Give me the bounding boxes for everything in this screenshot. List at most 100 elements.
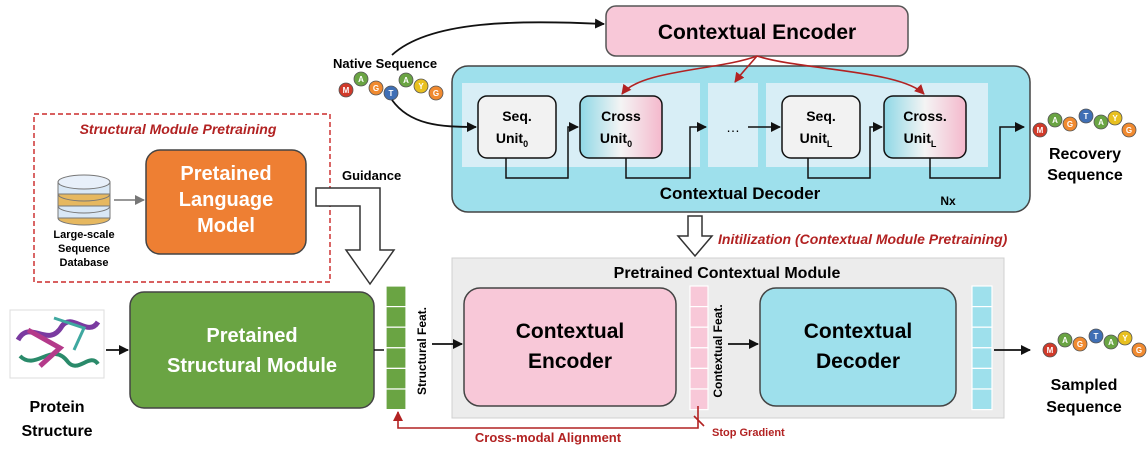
top-encoder-label: Contextual Encoder [658, 21, 856, 44]
initialization-arrow [676, 215, 714, 258]
contextual-feat-cell [689, 347, 709, 369]
sampled-token-letter: G [1077, 340, 1083, 349]
sampled-token-circle [1103, 334, 1119, 350]
seq-unit-0-box [477, 95, 557, 159]
structural-feat-label: Structural Feat. [415, 307, 429, 395]
decoder-block-ellipsis [708, 83, 758, 167]
sampled-token-circle [1117, 330, 1133, 346]
chain-arrow-1 [505, 122, 579, 179]
recovery-token-letter: M [1037, 126, 1044, 135]
contextual-feat-cell [689, 306, 709, 328]
protein-structure-image [9, 309, 105, 379]
unit-3-line2: UnitL [800, 130, 833, 149]
recovery-token-circle [1121, 122, 1137, 138]
sampled-line2: Sequence [1046, 399, 1122, 416]
decoder-output-cell [971, 326, 993, 349]
contextual-feat-cell [689, 326, 709, 349]
plm-line3: Model [197, 215, 255, 237]
protein-line1: Protein [29, 399, 84, 416]
contextual-feat-stack [689, 285, 709, 411]
native-token-letter: G [433, 89, 439, 98]
decoder-output-cell [971, 306, 993, 328]
decoder-output-cell [971, 388, 993, 411]
plm-line1: Pretained [180, 163, 271, 185]
recovery-token-letter: G [1067, 120, 1073, 129]
unit-1-line1: Cross [601, 108, 641, 124]
contextual-feat-label: Contextual Feat. [711, 304, 725, 397]
native-token-circle [383, 85, 399, 101]
native-token-circle [353, 71, 369, 87]
recovery-line1: Recovery [1049, 146, 1121, 163]
recovery-token-circle [1047, 112, 1063, 128]
recovery-line2: Sequence [1047, 167, 1123, 184]
sampled-token-circle [1131, 342, 1147, 358]
stop-gradient-label: Stop Gradient [712, 427, 785, 439]
structural-feat-cell [385, 285, 407, 308]
native-token-letter: G [373, 84, 379, 93]
native-to-unit-arrow [391, 99, 477, 132]
recovery-token-letter: G [1126, 126, 1132, 135]
bottom-decoder-line2: Decoder [816, 350, 900, 373]
sampled-token-letter: A [1108, 338, 1114, 347]
initialization-label: Initilization (Contextual Module Pretrai… [718, 231, 1008, 247]
native-token-circle [428, 85, 444, 101]
database-icon [57, 174, 111, 226]
guidance-label: Guidance [342, 168, 401, 183]
unit-1-line2: Unit0 [600, 130, 632, 149]
bottom-decoder-line1: Contextual [804, 320, 913, 343]
contextual-module-title: Pretrained Contextual Module [614, 265, 841, 282]
unit-4-line1: Cross. [903, 108, 947, 124]
chain-arrow-2 [625, 122, 707, 179]
structural-feat-cell [385, 367, 407, 390]
native-sequence-label: Native Sequence [333, 56, 437, 71]
decoder-output-stack [971, 285, 993, 411]
native-token-circle [368, 80, 384, 96]
cross-unit-l-box [883, 95, 967, 159]
recovery-token-letter: T [1084, 112, 1089, 121]
structural-feat-stack [385, 285, 407, 411]
decoder-output-cell [971, 285, 993, 308]
recovery-token-letter: A [1052, 116, 1058, 125]
database-line3: Database [60, 257, 109, 269]
native-token-circle [413, 78, 429, 94]
native-token-letter: A [403, 76, 409, 85]
bottom-encoder-line1: Contextual [516, 320, 625, 343]
contextual-feat-cell [689, 285, 709, 308]
sampled-line1: Sampled [1051, 377, 1118, 394]
seq-unit-l-box [781, 95, 861, 159]
psm-line2: Structural Module [167, 355, 337, 377]
chain-arrow-4 [807, 122, 883, 179]
database-line1: Large-scale [53, 229, 114, 241]
contextual-feat-cell [689, 388, 709, 411]
recovery-token-circle [1032, 122, 1048, 138]
native-token-letter: M [343, 86, 350, 95]
recovery-token-circle [1093, 114, 1109, 130]
unit-ellipsis: … [726, 119, 740, 135]
contextual-feat-cell [689, 367, 709, 390]
plm-line2: Language [179, 189, 273, 211]
encoder-to-middle-arrow [734, 55, 758, 83]
structural-feat-cell [385, 326, 407, 349]
pretraining-title: Structural Module Pretraining [80, 121, 277, 137]
bottom-decoder-box [759, 287, 957, 407]
cross-modal-label: Cross-modal Alignment [475, 430, 622, 445]
cross-modal-alignment-arrow [393, 406, 699, 429]
recovery-token-letter: A [1098, 118, 1104, 127]
sampled-token-circle [1042, 342, 1058, 358]
encoder-to-crossl-arrow [756, 55, 925, 95]
chain-arrow-5 [929, 126, 1010, 179]
native-token-letter: A [358, 75, 364, 84]
native-to-encoder-arrow [391, 18, 605, 56]
nx-label: Nx [940, 194, 956, 208]
sampled-token-letter: G [1136, 346, 1142, 355]
plm-box [145, 149, 307, 255]
protein-line2: Structure [21, 423, 92, 440]
decoder-output-cell [971, 367, 993, 390]
structural-feat-cell [385, 388, 407, 411]
sampled-token-letter: M [1047, 346, 1054, 355]
